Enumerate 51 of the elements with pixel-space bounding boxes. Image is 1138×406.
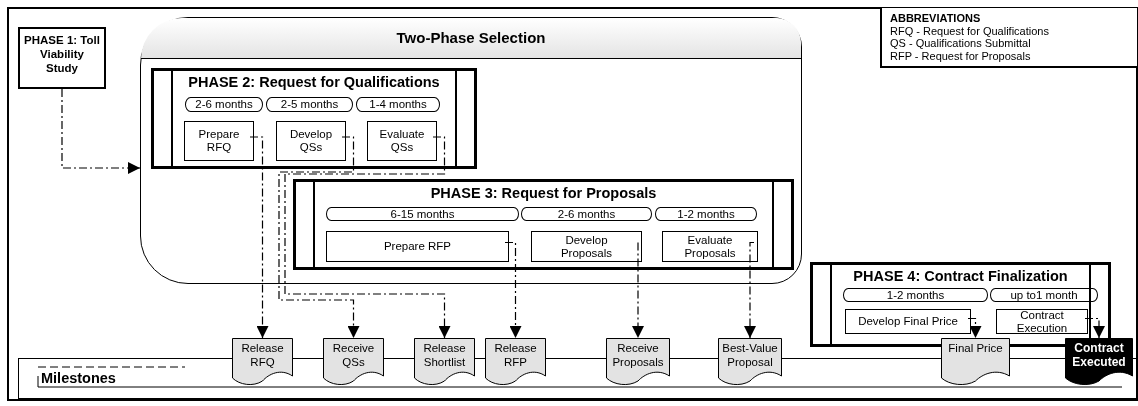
milestone-document — [414, 338, 475, 388]
abbreviation-entry: QS - Qualifications Submittal — [890, 37, 1032, 50]
abbreviations-box — [880, 8, 1137, 68]
duration-band: 2-6 months — [185, 97, 263, 112]
task-box: Prepare RFQ — [184, 121, 254, 161]
milestone-document — [485, 338, 546, 388]
milestone-label: Release Shortlist — [422, 341, 467, 369]
phase-title: PHASE 3: Request for Proposals — [429, 184, 658, 202]
connector-arrow — [504, 241, 522, 339]
duration-band: up to1 month — [990, 288, 1098, 302]
task-box: Prepare RFP — [326, 231, 509, 262]
duration-band: 1-2 months — [655, 207, 757, 221]
group-title: Two-Phase Selection — [141, 18, 801, 59]
milestone-label: Receive QSs — [331, 341, 376, 369]
milestone-label: Receive Proposals — [611, 341, 665, 369]
milestone-document — [323, 338, 384, 388]
task-box: Develop QSs — [276, 121, 346, 161]
connector-arrow — [61, 88, 141, 174]
connector-arrow — [744, 241, 756, 339]
phase-title: PHASE 4: Contract Finalization — [852, 267, 1069, 285]
connector-arrow — [632, 241, 644, 339]
abbreviation-entry: RFQ - Request for Qualifications — [890, 24, 1050, 37]
milestone-label: Best-Value Proposal — [721, 341, 779, 369]
duration-band: 2-6 months — [521, 207, 652, 221]
task-box: Contract Execution — [996, 309, 1088, 334]
milestone-label: Release RFQ — [240, 341, 285, 369]
abbreviations-heading: ABBREVIATIONS — [890, 12, 982, 25]
task-box: Develop Final Price — [845, 309, 971, 334]
duration-band: 6-15 months — [326, 207, 519, 221]
milestones-title: Milestones — [41, 370, 116, 386]
phase-box — [293, 179, 794, 270]
connector-arrow — [1084, 317, 1105, 339]
milestone-label: Release RFP — [493, 341, 538, 369]
milestone-document — [232, 338, 293, 388]
connector-arrow — [284, 136, 451, 339]
milestone-label: Contract Executed — [1071, 340, 1127, 369]
duration-band: 2-5 months — [266, 97, 353, 112]
phase-title: PHASE 2: Request for Qualifications — [187, 73, 441, 91]
phase-box — [151, 68, 477, 169]
abbreviation-entry: RFP - Request for Proposals — [890, 49, 1032, 62]
milestone-label: Final Price — [947, 341, 1004, 355]
task-box: Evaluate QSs — [367, 121, 437, 161]
phase-box: PHASE 1: Toll Viability Study — [18, 27, 106, 89]
connector-arrow — [278, 136, 360, 339]
connector-arrow — [967, 317, 982, 339]
duration-band: 1-4 months — [356, 97, 440, 112]
task-box: Evaluate Proposals — [662, 231, 758, 262]
task-box: Develop Proposals — [531, 231, 642, 262]
selection-group — [140, 17, 802, 284]
duration-band: 1-2 months — [843, 288, 988, 302]
connector-arrow — [249, 136, 269, 339]
